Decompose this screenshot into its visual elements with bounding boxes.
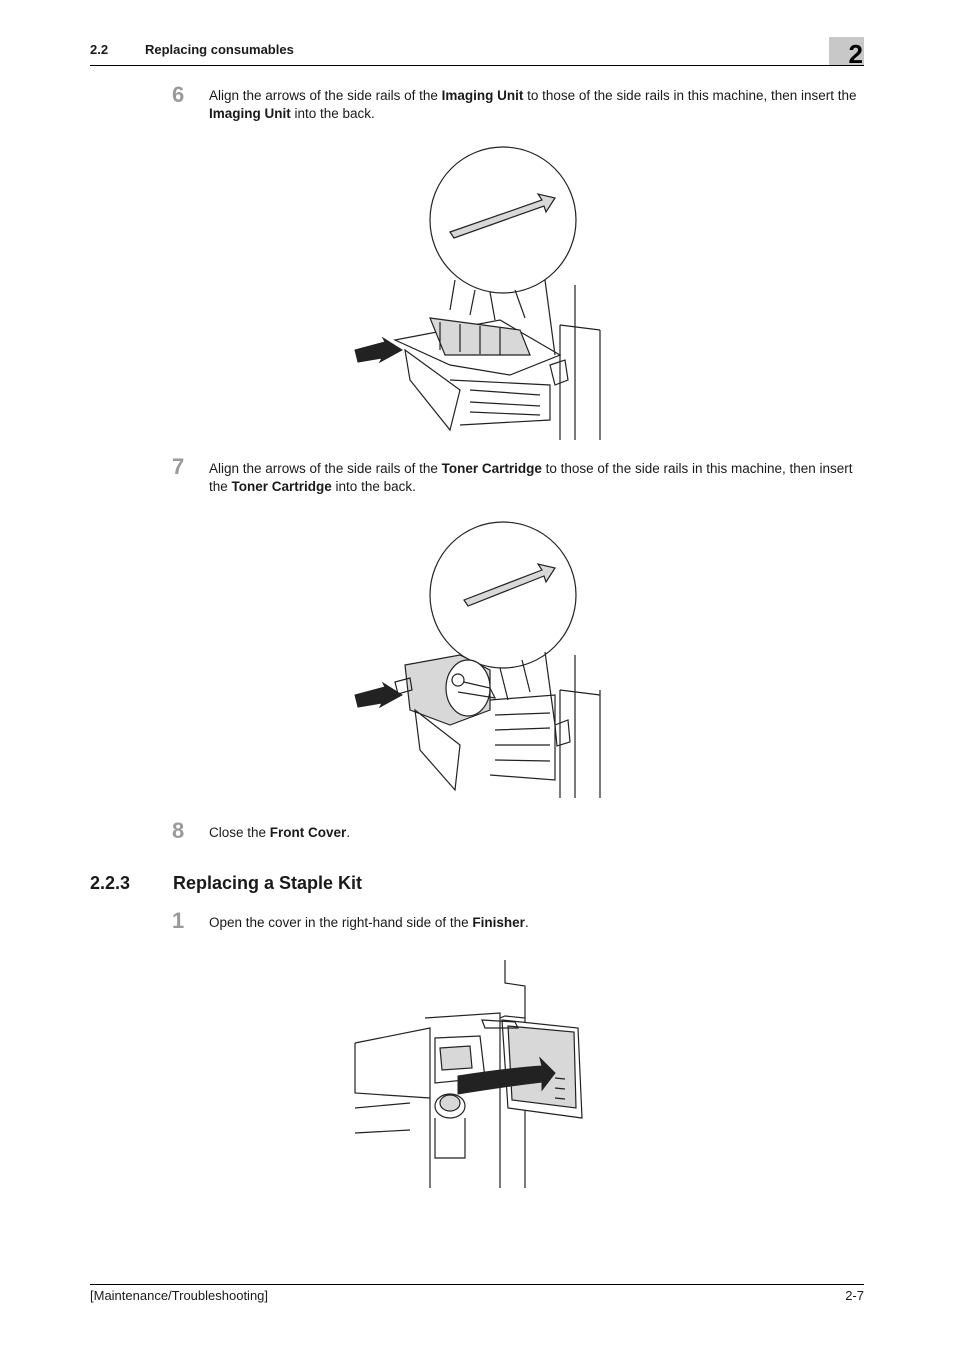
footer-rule <box>90 1284 864 1285</box>
finisher-cover-illustration <box>354 960 583 1188</box>
footer-page-number: 2-7 <box>845 1288 864 1303</box>
imaging-unit-illustration <box>354 146 601 440</box>
chapter-number: 2 <box>848 39 863 69</box>
step-text: Align the arrows of the side rails of th… <box>209 461 853 494</box>
step-number: 7 <box>172 454 185 479</box>
step-text: Open the cover in the right-hand side of… <box>209 915 529 930</box>
subsection-number: 2.2.3 <box>90 873 131 893</box>
step-number: 8 <box>172 818 185 843</box>
header-section-number: 2.2 <box>90 42 109 57</box>
header-rule <box>90 65 864 66</box>
footer-manual-name: [Maintenance/Troubleshooting] <box>90 1288 269 1303</box>
subsection-title: Replacing a Staple Kit <box>173 873 363 893</box>
step-number: 6 <box>172 82 185 107</box>
step-number: 1 <box>172 908 185 933</box>
step-text: Align the arrows of the side rails of th… <box>209 88 857 121</box>
chapter-badge <box>829 37 864 66</box>
header-section-title: Replacing consumables <box>145 42 294 57</box>
step-text: Close the Front Cover. <box>209 825 351 840</box>
toner-cartridge-illustration <box>354 521 601 798</box>
